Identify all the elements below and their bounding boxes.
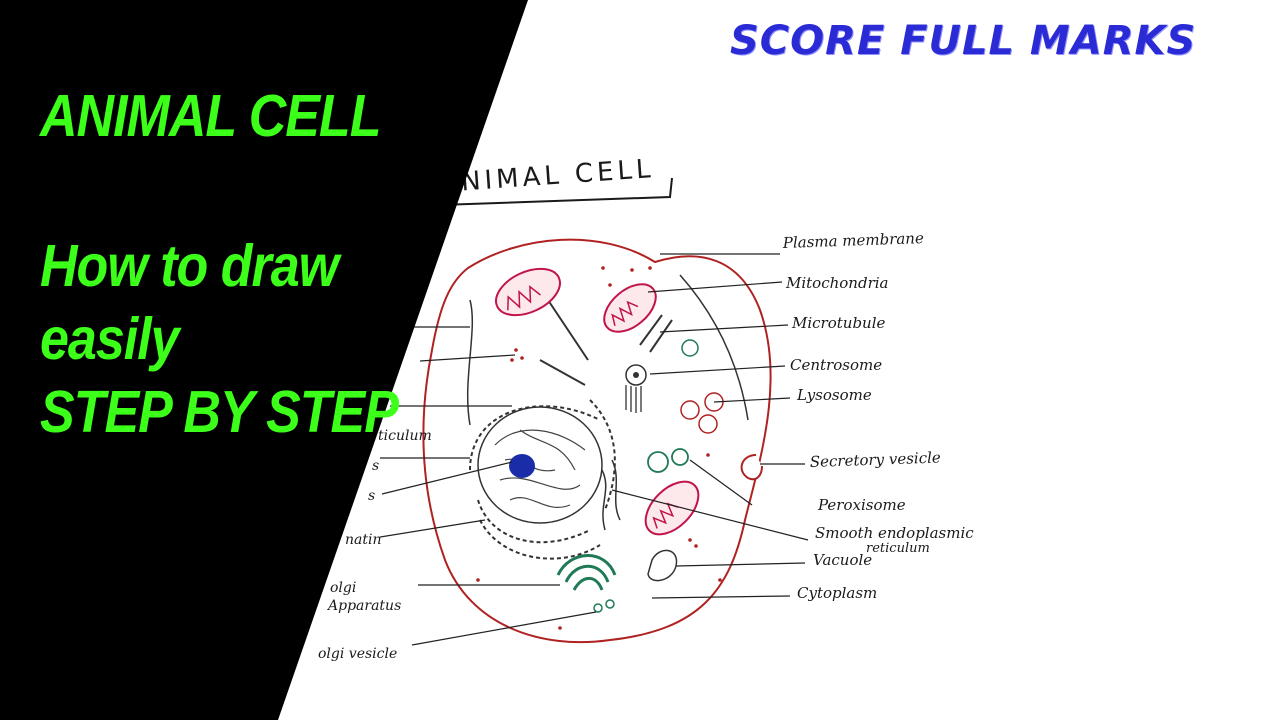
nucleus [477,406,603,524]
label-chromatin-partial: natin [345,532,381,548]
lysosome [680,400,700,420]
mitochondrion [603,283,657,333]
label-partial-s1: s [372,458,379,474]
label-plasma-membrane: Plasma membrane [782,229,925,252]
right-white-margin [1186,0,1280,720]
vesicle [681,339,699,357]
label-smooth-er-2: reticulum [866,541,930,556]
label-golgi-vesicle-partial: olgi vesicle [318,646,397,662]
rough-er [469,399,616,560]
peroxisome [671,448,689,466]
label-cytoplasm: Cytoplasm [797,584,877,602]
left-line-step-by-step: STEP BY STEP [40,379,399,446]
microtubule-line [649,319,673,353]
golgi-apparatus [556,554,617,613]
microtubule-line [539,359,586,386]
microtubule-line [547,299,589,361]
label-lysosome: Lysosome [796,386,872,404]
label-peroxisome: Peroxisome [817,496,906,514]
brand-title: SCORE FULL MARKS [730,18,1197,64]
centrosome [625,364,647,413]
right-labels: Plasma membrane Mitochondria Microtubule… [782,229,975,602]
ribosome-dots [476,266,722,630]
mitochondrion [495,267,561,317]
label-er-partial: ticulum [378,428,432,444]
label-vacuole: Vacuole [813,551,872,569]
label-golgi-partial: olgi [330,580,356,596]
plasma-membrane [422,238,772,644]
label-microtubule: Microtubule [791,314,886,332]
leader-lines [379,253,809,646]
label-mitochondria: Mitochondria [785,274,888,292]
peroxisome [647,451,669,473]
nucleolus [509,454,535,478]
label-partial-s2: s [368,488,375,504]
label-smooth-er: Smooth endoplasmic [815,524,974,542]
microtubule-line [639,314,663,346]
left-line-how-to-draw: How to draw [40,233,339,300]
microtubule-line [467,299,473,426]
left-title: ANIMAL CELL [40,83,381,150]
lysosome [698,414,718,434]
microtubule-line [679,274,749,421]
label-centrosome: Centrosome [790,356,882,374]
label-apparatus: Apparatus [326,598,401,614]
smooth-er [601,459,621,531]
heading-underline [439,177,673,206]
vacuole [647,549,678,582]
secretory-vesicle [740,454,763,481]
left-labels: ticulum s s natin olgi Apparatus olgi ve… [318,428,432,662]
left-line-easily: easily [40,306,180,373]
label-secretory-vesicle: Secretory vesicle [810,448,942,471]
